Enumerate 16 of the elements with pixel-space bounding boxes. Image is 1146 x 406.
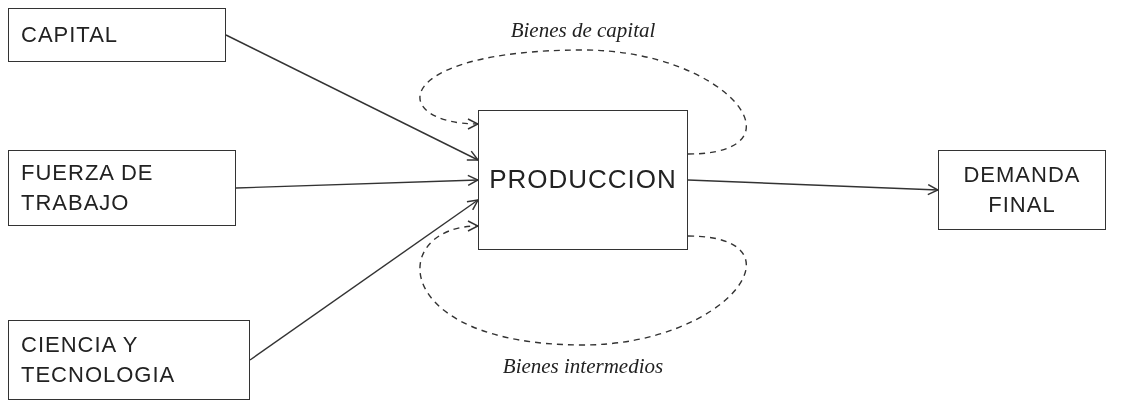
box-label: CAPITAL xyxy=(21,21,119,50)
process-box xyxy=(938,150,1106,230)
process-box xyxy=(8,320,250,400)
box-label: FUERZA DE TRABAJO xyxy=(21,159,155,217)
process-box xyxy=(8,8,226,62)
arrow xyxy=(249,199,479,361)
arrow xyxy=(225,34,479,161)
arrow xyxy=(235,174,479,189)
loop-arrow xyxy=(419,221,748,346)
loop-arrow xyxy=(419,49,748,155)
box-label: PRODUCCION xyxy=(489,163,677,197)
process-box xyxy=(8,150,236,226)
process-box xyxy=(478,110,688,250)
box-label: CIENCIA Y TECNOLOGIA xyxy=(21,331,177,389)
arrow xyxy=(687,179,939,196)
box-label: DEMANDA FINAL xyxy=(962,161,1082,219)
